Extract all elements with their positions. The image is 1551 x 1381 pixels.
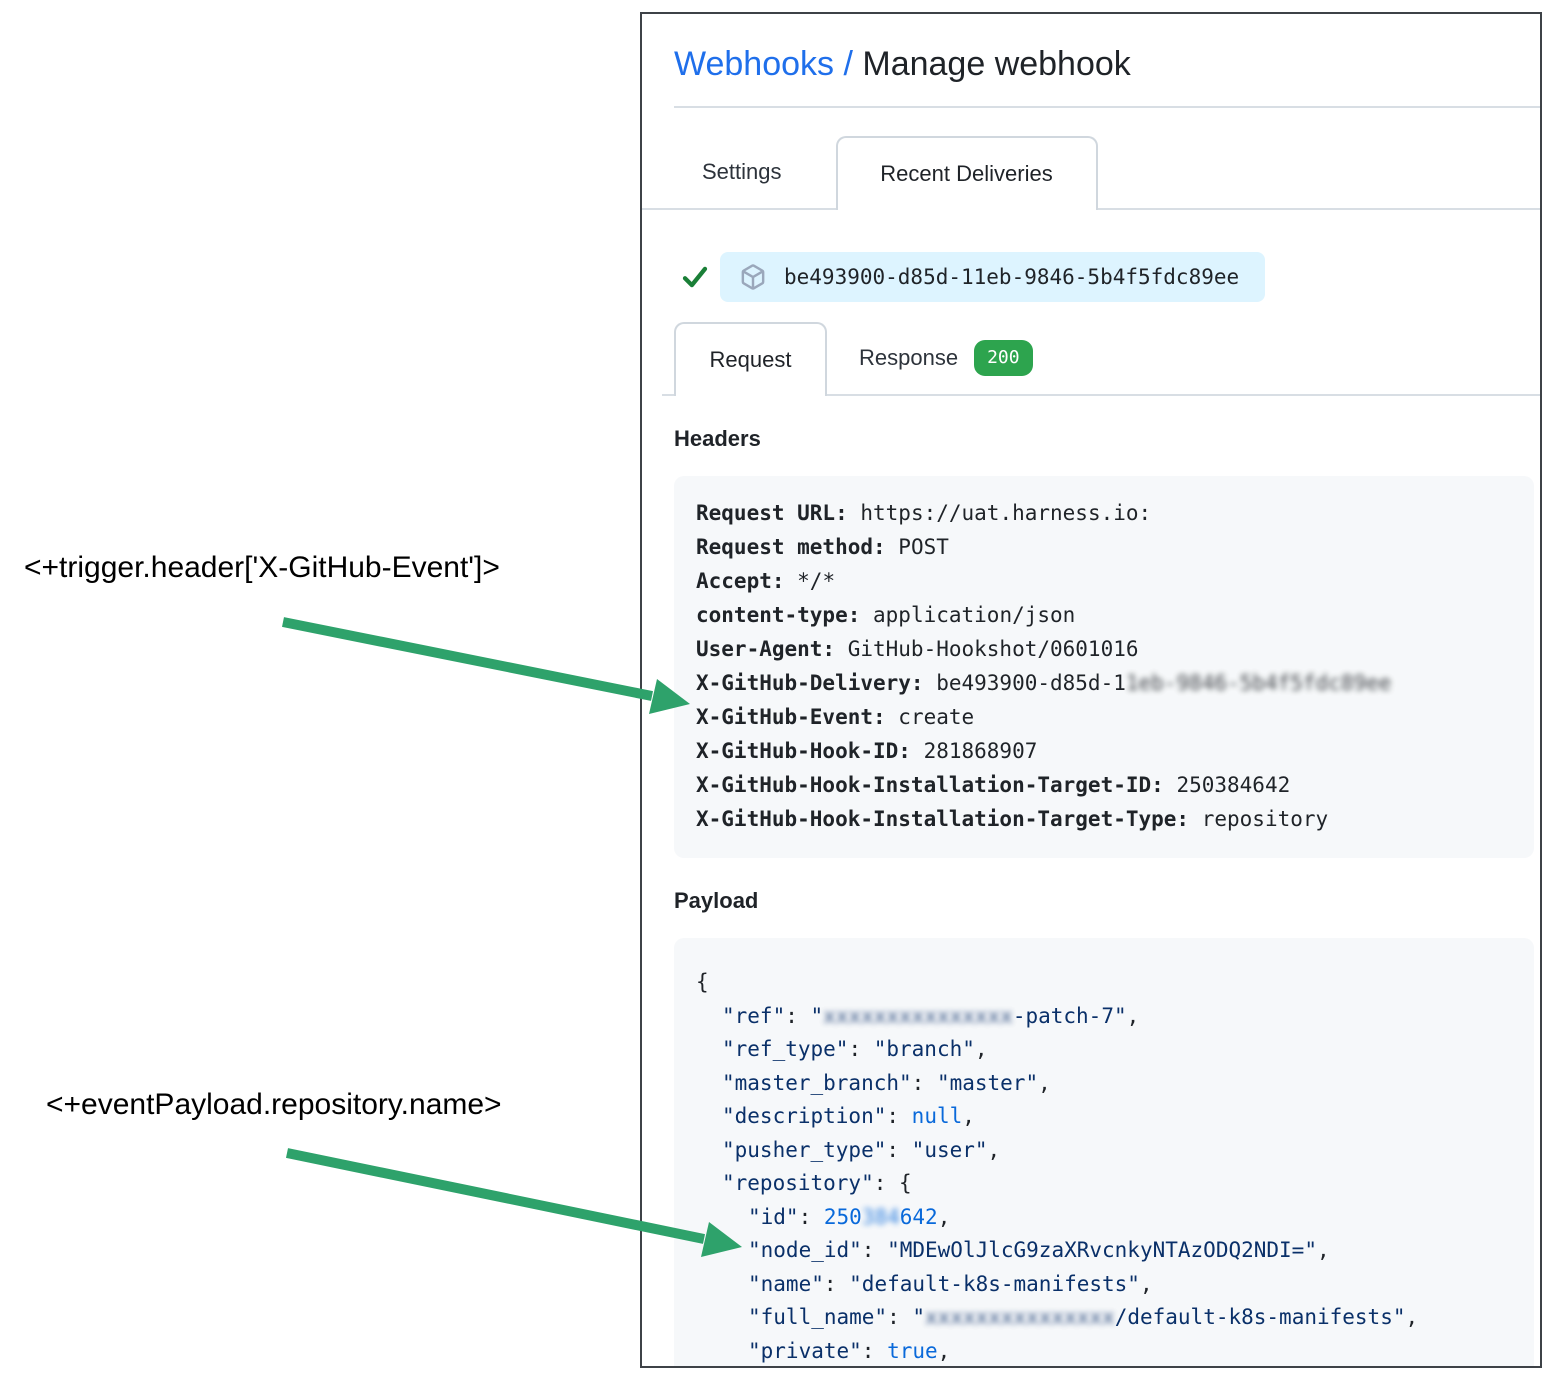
header-row: Request URL: https://uat.harness.io: [696,501,1152,525]
package-icon [741,264,765,290]
payload-line: "master_branch": "master", [722,1070,1051,1095]
arrow-to-x-github-event-icon [282,617,690,714]
manage-webhook-panel: Webhooks / Manage webhook Settings Recen… [640,12,1542,1368]
delivery-row: be493900-d85d-11eb-9846-5b4f5fdc89ee [680,252,1540,302]
page-title: Webhooks / Manage webhook [674,42,1540,86]
payload-line: { [696,970,709,994]
title-divider [674,106,1540,108]
trigger-expression-annotation: <+trigger.header['X-GitHub-Event']> [24,551,500,584]
header-row: X-GitHub-Hook-Installation-Target-ID: 25… [696,773,1291,797]
success-check-icon [682,266,708,288]
header-row: User-Agent: GitHub-Hookshot/0601016 [696,637,1139,661]
tab-recent-deliveries[interactable]: Recent Deliveries [835,136,1098,210]
payload-line: "ref": "xxxxxxxxxxxxxxx-patch-7", [722,1003,1140,1028]
webhook-tabs: Settings Recent Deliveries [642,136,1540,210]
header-row: Request method: POST [696,535,949,559]
payload-codebox: { "ref": "xxxxxxxxxxxxxxx-patch-7", "ref_t… [674,938,1534,1366]
payload-line: "description": null, [722,1104,975,1128]
delivery-guid: be493900-d85d-11eb-9846-5b4f5fdc89ee [784,265,1240,289]
payload-line: "full_name": "xxxxxxxxxxxxxxx/default-k8… [748,1305,1419,1329]
header-row: X-GitHub-Hook-ID: 281868907 [696,739,1038,763]
header-row: X-GitHub-Event: create [696,705,975,729]
payload-line: "ref_type": "branch", [722,1037,988,1061]
payload-line: "repository": { [722,1171,912,1195]
header-row: X-GitHub-Hook-Installation-Target-Type: … [696,807,1329,831]
payload-line: "id": 250384642, [748,1204,951,1229]
header-row: content-type: application/json [696,603,1076,627]
delivery-chip[interactable]: be493900-d85d-11eb-9846-5b4f5fdc89ee [720,252,1266,302]
webhooks-breadcrumb-link[interactable]: Webhooks / [674,45,853,83]
breadcrumb-current: Manage webhook [862,45,1131,83]
payload-line: "pusher_type": "user", [722,1137,1001,1162]
payload-line: "node_id": "MDEwOlJlcG9zaXRvcnkyNTAzODQ2… [748,1238,1330,1262]
tab-request[interactable]: Request [674,322,827,396]
payload-line: "name": "default-k8s-manifests", [748,1271,1153,1296]
tab-response[interactable]: Response 200 [859,340,1033,376]
payload-section-title: Payload [674,888,759,913]
response-status-badge: 200 [974,340,1033,376]
tab-settings[interactable]: Settings [702,159,782,184]
payload-line: "private": true, [748,1338,951,1363]
payload-expression-annotation: <+eventPayload.repository.name> [46,1088,502,1121]
tab-response-label: Response [859,345,959,370]
header-row: Accept: */* [696,569,836,593]
request-response-tabs: Request Response 200 [662,322,1540,396]
header-row: X-GitHub-Delivery: be493900-d85d-11eb-98… [696,671,1392,695]
headers-section-title: Headers [674,426,761,451]
headers-codebox: Request URL: https://uat.harness.io: Requ… [674,476,1534,858]
